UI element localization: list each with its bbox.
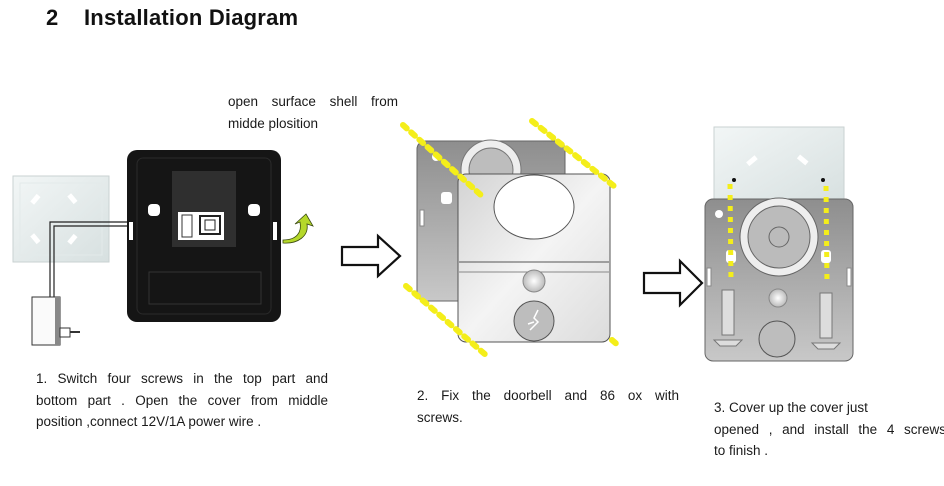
section-title: 2 Installation Diagram (46, 5, 298, 31)
rotate-arrow-icon (282, 213, 314, 244)
step-2-line: 2. Fix the doorbell and 86 ox with (417, 388, 679, 403)
step-3-line: to finish . (714, 443, 769, 458)
section-title-text: Installation Diagram (84, 5, 299, 30)
wall-box-icon (713, 126, 845, 203)
doorbell-back-panel (127, 150, 281, 322)
step-3-caption: 3. Cover up the cover just opened , and … (714, 397, 944, 462)
step-1-line: 1. Switch four screws in the top part an… (36, 371, 328, 386)
step-3-line: opened , and install the 4 screws (714, 421, 944, 437)
doorbell-cover (457, 173, 611, 343)
power-adapter-icon (31, 296, 80, 346)
step2-illustration (400, 118, 623, 359)
step-2-caption: 2. Fix the doorbell and 86 ox with screw… (417, 385, 679, 428)
screw-guide-lines (727, 183, 830, 286)
step-1-line: bottom part . Open the cover from middle (36, 392, 328, 408)
step1-illustration (12, 150, 314, 346)
annotation-line: open surface shell from (228, 94, 398, 109)
step3-illustration (704, 126, 854, 362)
step-3-line: 3. Cover up the cover just (714, 400, 868, 415)
right-arrow-icon (340, 233, 402, 279)
screw-guide-lines (400, 118, 623, 359)
step-1-line: position ,connect 12V/1A power wire . (36, 414, 262, 429)
wall-box-icon (12, 175, 110, 263)
mounting-plate (704, 197, 854, 362)
step-1-caption: 1. Switch four screws in the top part an… (36, 368, 328, 433)
section-number: 2 (46, 5, 59, 30)
annotation-line: midde plosition (228, 115, 319, 131)
right-arrow-icon (642, 258, 704, 308)
step-2-line: screws. (417, 409, 463, 425)
annotation-text: open surface shell from midde plosition (228, 91, 398, 134)
